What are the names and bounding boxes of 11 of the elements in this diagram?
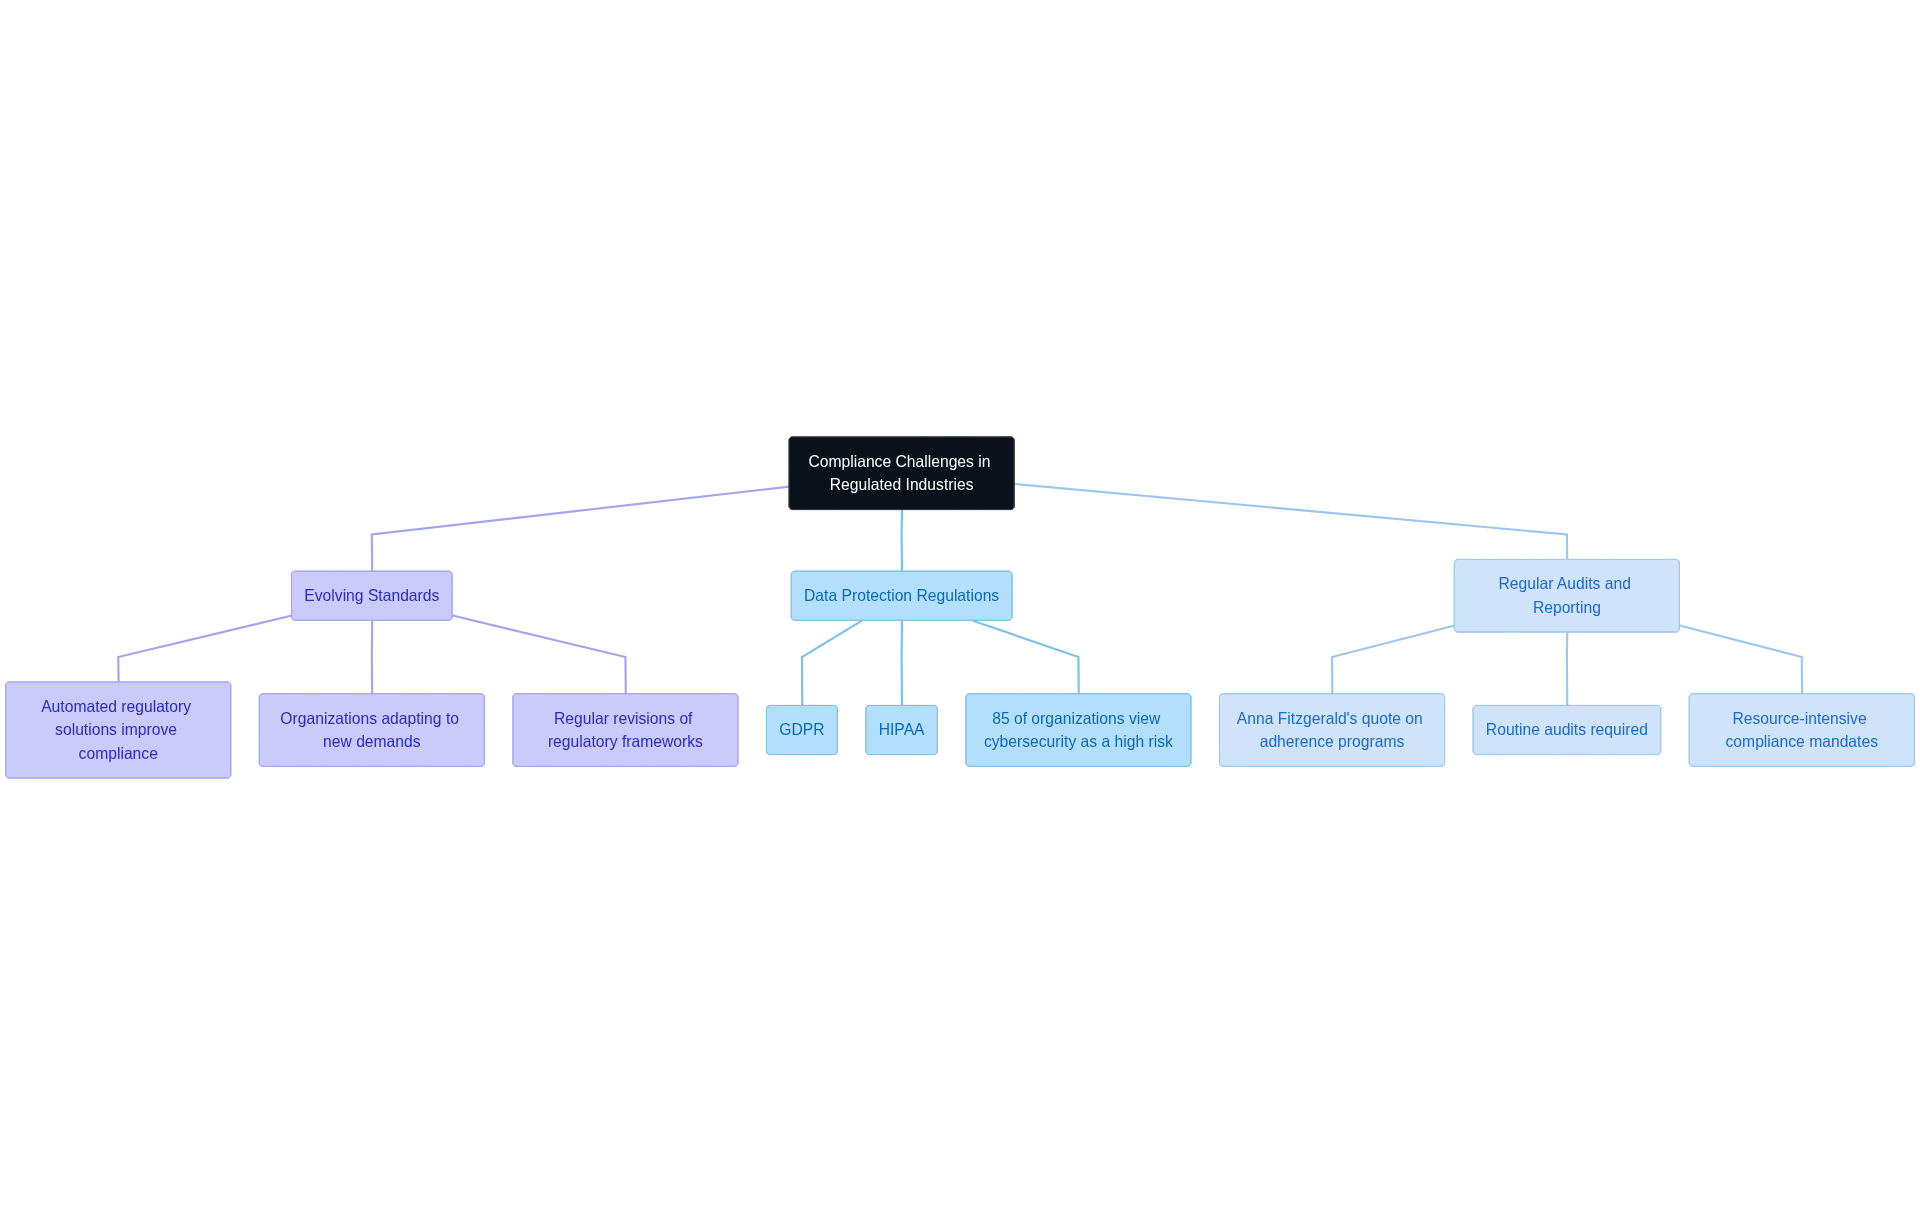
connector [117, 614, 293, 683]
connector [370, 620, 374, 695]
connector [1330, 624, 1455, 695]
connector [972, 619, 1080, 695]
connector [370, 485, 790, 572]
connector [1565, 632, 1569, 706]
connector [452, 614, 627, 695]
connector [900, 620, 904, 706]
connector [1679, 624, 1804, 695]
connector [900, 509, 904, 572]
connector [1014, 482, 1569, 560]
